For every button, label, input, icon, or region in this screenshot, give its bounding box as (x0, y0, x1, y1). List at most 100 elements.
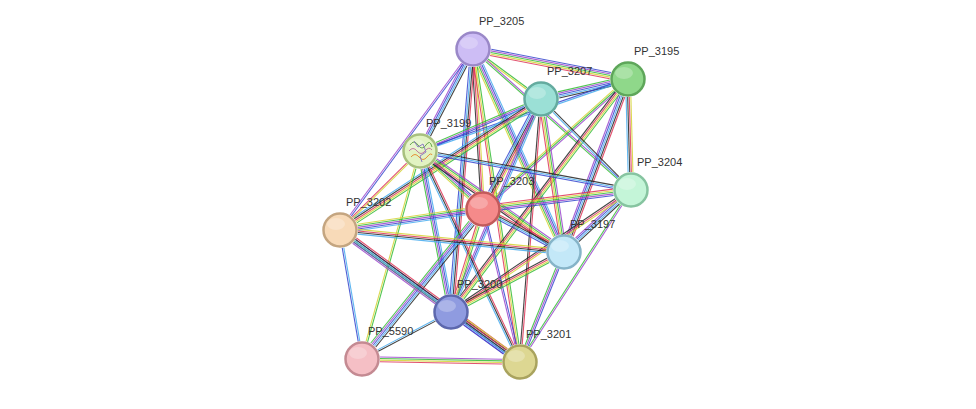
interaction-edge (342, 248, 360, 342)
interaction-edge (529, 205, 622, 348)
node-circle (402, 133, 438, 169)
protein-node: PP_3207 (523, 81, 559, 117)
evidence-line (429, 167, 514, 345)
protein-label: PP_3207 (547, 65, 592, 77)
evidence-line (567, 95, 619, 234)
interaction-edge (553, 111, 619, 178)
protein-label: PP_3202 (346, 196, 391, 208)
node-disc (612, 63, 645, 96)
protein-node: PP_3202 (322, 212, 358, 248)
protein-label: PP_3197 (570, 218, 615, 230)
node-circle (465, 191, 501, 227)
node-circle (502, 344, 538, 380)
node-circle (322, 212, 358, 248)
node-highlight (438, 300, 456, 312)
node-disc (525, 83, 558, 116)
node-highlight (528, 87, 546, 99)
node-disc (467, 193, 500, 226)
evidence-line (465, 324, 505, 353)
protein-node: PP_3197 (546, 234, 582, 270)
evidence-line (358, 213, 465, 229)
evidence-line (499, 217, 548, 243)
node-highlight (618, 178, 636, 190)
interaction-edge (380, 357, 502, 364)
node-highlight (470, 197, 488, 209)
node-highlight (551, 240, 569, 252)
evidence-line (529, 205, 620, 347)
evidence-line (501, 192, 613, 206)
interaction-edge (353, 238, 508, 354)
interaction-edge (498, 215, 549, 245)
evidence-line (436, 160, 551, 240)
protein-label: PP_3203 (489, 175, 534, 187)
evidence-line (488, 59, 527, 88)
evidence-line (358, 215, 465, 231)
protein-label: PP_3205 (479, 15, 524, 27)
evidence-line (457, 115, 533, 295)
evidence-line (358, 231, 546, 249)
evidence-line (467, 321, 507, 350)
node-disc (435, 296, 468, 329)
evidence-line (358, 229, 546, 247)
node-circle (523, 81, 559, 117)
evidence-line (466, 323, 506, 352)
interaction-edge (352, 163, 408, 218)
node-circle (610, 61, 646, 97)
node-disc (504, 346, 537, 379)
evidence-line (358, 210, 465, 226)
node-circle (344, 341, 380, 377)
node-circle (455, 31, 491, 67)
evidence-line (358, 234, 546, 252)
evidence-line (467, 320, 507, 349)
evidence-line (569, 95, 621, 234)
evidence-line (530, 206, 621, 348)
evidence-line (553, 112, 618, 177)
protein-label: PP_3204 (637, 156, 682, 168)
protein-node: PP_5590 (344, 341, 380, 377)
interaction-edge (357, 208, 465, 230)
protein-node: PP_3203 (465, 191, 501, 227)
node-disc (324, 214, 357, 247)
protein-node: PP_3200 (433, 294, 469, 330)
evidence-line (357, 208, 464, 224)
evidence-line (358, 233, 546, 251)
interaction-edge (500, 189, 613, 210)
evidence-line (352, 163, 406, 217)
interaction-edge (426, 167, 513, 347)
protein-label: PP_5590 (368, 325, 413, 337)
evidence-line (558, 80, 610, 92)
node-highlight (327, 218, 345, 230)
evidence-line (554, 111, 619, 176)
node-disc (615, 174, 648, 207)
node-highlight (507, 350, 525, 362)
interaction-edge (626, 97, 633, 172)
evidence-line (499, 218, 548, 244)
node-disc (548, 236, 581, 269)
evidence-line (626, 97, 628, 172)
evidence-line (353, 164, 407, 218)
evidence-line (500, 189, 612, 203)
evidence-line (501, 191, 613, 205)
evidence-line (354, 242, 505, 353)
evidence-line (355, 239, 506, 350)
node-highlight (615, 67, 633, 79)
interaction-edge (433, 159, 551, 245)
evidence-line (498, 220, 547, 246)
evidence-line (464, 325, 504, 354)
evidence-line (423, 169, 447, 295)
evidence-line (490, 54, 610, 77)
node-circle (433, 294, 469, 330)
protein-node: PP_3195 (610, 61, 646, 97)
node-disc (404, 135, 437, 168)
protein-node: PP_3204 (613, 172, 649, 208)
interaction-edge (464, 320, 508, 354)
protein-node: PP_3201 (502, 344, 538, 380)
evidence-line (344, 248, 360, 342)
protein-node: PP_3205 (455, 31, 491, 67)
interaction-edge (358, 229, 547, 252)
evidence-line (464, 95, 619, 299)
node-disc (346, 343, 379, 376)
protein-label: PP_3199 (426, 117, 471, 129)
evidence-line (358, 212, 465, 228)
